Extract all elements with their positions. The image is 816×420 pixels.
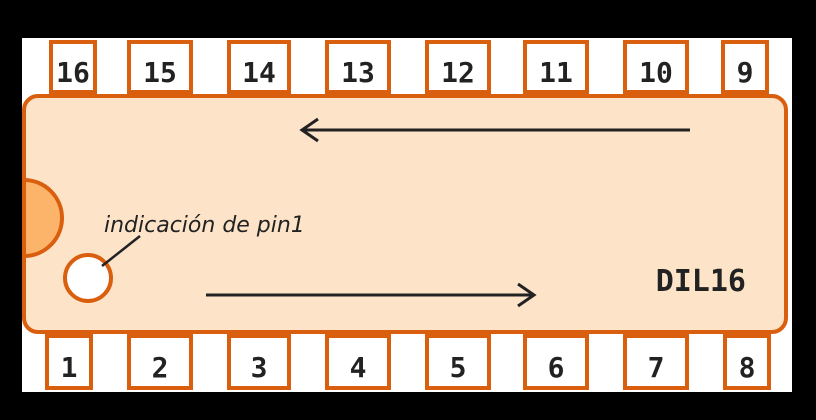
pin-number: 14 [242, 56, 276, 89]
arrow-left-icon [299, 117, 690, 143]
top-pin-15: 15 [127, 40, 193, 94]
pin-number: 6 [548, 351, 565, 384]
bottom-pin-6: 6 [523, 334, 589, 390]
bottom-pin-2: 2 [127, 334, 193, 390]
pin-number: 7 [648, 351, 665, 384]
bottom-pin-1: 1 [45, 334, 93, 390]
bottom-pin-7: 7 [623, 334, 689, 390]
bottom-pin-3: 3 [227, 334, 291, 390]
pin-number: 5 [450, 351, 467, 384]
bottom-pin-row: 1 2 3 4 5 6 7 [45, 334, 771, 390]
pin-number: 8 [739, 351, 756, 384]
pin-number: 16 [56, 56, 90, 89]
pin-number: 12 [441, 56, 475, 89]
top-pin-row: 16 15 14 13 12 11 [49, 40, 769, 94]
top-pin-14: 14 [227, 40, 291, 94]
pin-number: 13 [341, 56, 375, 89]
orientation-notch [22, 177, 64, 259]
bottom-pin-8: 8 [723, 334, 771, 390]
pin1-indicator-dot [63, 253, 113, 303]
arrow-right-icon [206, 282, 537, 308]
pin-number: 9 [737, 56, 754, 89]
top-pin-12: 12 [425, 40, 491, 94]
chip-label: DIL16 [656, 264, 746, 299]
top-pin-13: 13 [325, 40, 391, 94]
pin-number: 1 [61, 351, 78, 384]
pin1-note: indicación de pin1 [104, 213, 305, 238]
top-pin-10: 10 [623, 40, 689, 94]
pin-number: 3 [251, 351, 268, 384]
pin-number: 10 [639, 56, 673, 89]
pin1-leader-line [101, 235, 141, 267]
top-pin-11: 11 [523, 40, 589, 94]
bottom-pin-4: 4 [325, 334, 391, 390]
pin-number: 4 [350, 351, 367, 384]
pin-number: 2 [152, 351, 169, 384]
bottom-pin-5: 5 [425, 334, 491, 390]
top-pin-9: 9 [721, 40, 769, 94]
pin-number: 15 [143, 56, 177, 89]
top-pin-16: 16 [49, 40, 97, 94]
pin-number: 11 [539, 56, 573, 89]
